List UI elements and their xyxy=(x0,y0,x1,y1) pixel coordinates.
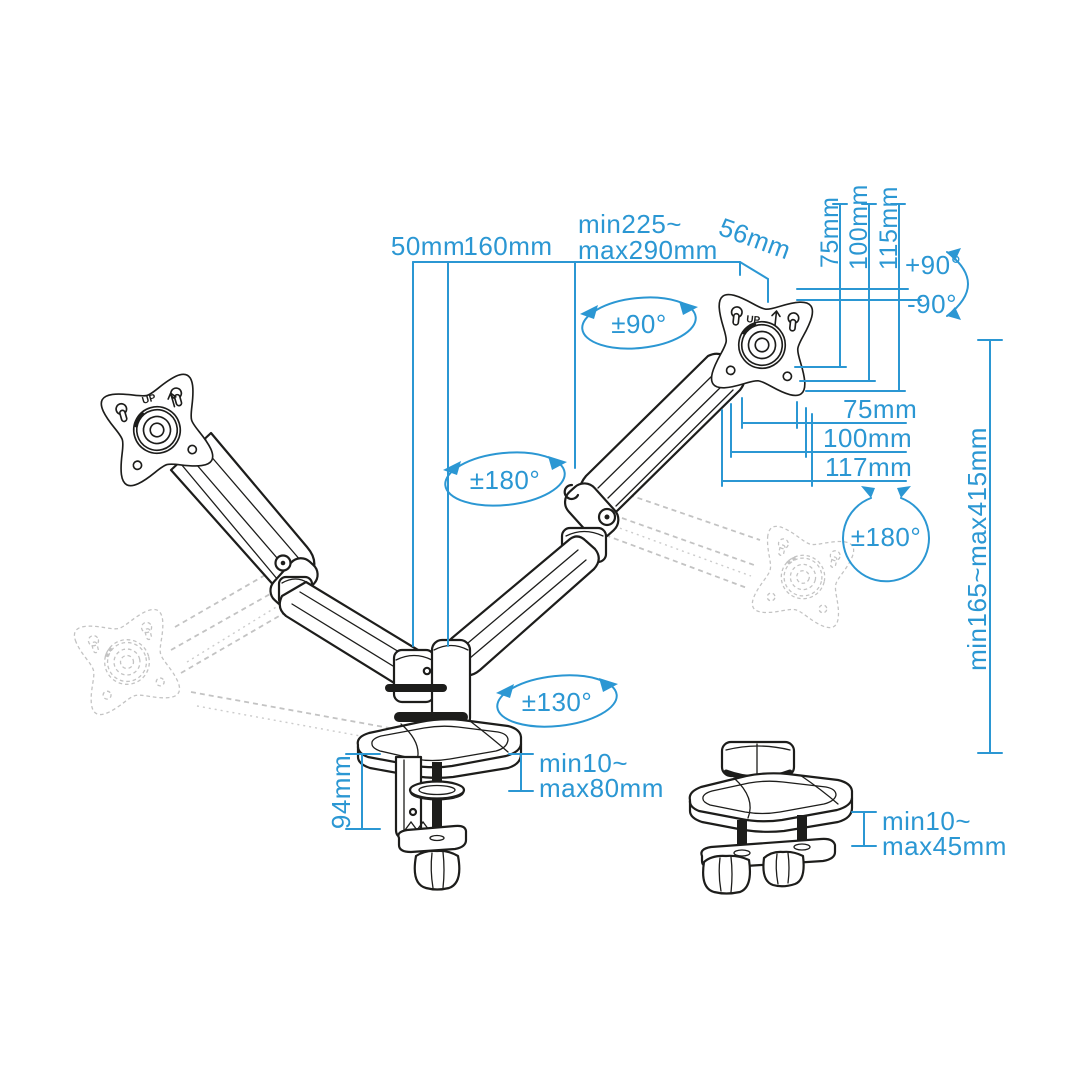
center-pole xyxy=(385,638,472,730)
vesa-vertical-dimensions: 75mm 100mm 115mm xyxy=(794,184,922,392)
grommet-knob xyxy=(702,854,752,895)
tilt-rotation-annotation: +90° -90° xyxy=(905,248,969,320)
right-vesa-plate: UP xyxy=(708,291,816,399)
clamp-knob xyxy=(413,849,461,891)
right-plate-up-arrow-icon xyxy=(771,310,781,326)
pole-screw xyxy=(422,666,432,676)
upper-joint-swivel-annotation: ±180° xyxy=(443,451,567,507)
base-swivel-annotation: ±130° xyxy=(496,674,618,728)
desk-clamp xyxy=(394,755,468,891)
clamp-height-label: 94mm xyxy=(326,755,356,829)
clamp-pad xyxy=(408,780,466,800)
clamp-height-dimension: 94mm xyxy=(326,753,381,830)
clamp-range-label-line2: max80mm xyxy=(539,773,664,803)
height-range-label: min165~max415mm xyxy=(962,427,992,671)
tilt-down-label: -90° xyxy=(907,289,957,319)
left-vesa-plate: UP xyxy=(97,370,217,490)
vesa-rotate-label: ±90° xyxy=(611,309,667,339)
arm-swivel-label: ±180° xyxy=(851,522,922,552)
dim-label-160mm: 160mm xyxy=(463,231,552,261)
base-swivel-label: ±130° xyxy=(522,687,593,717)
dim-label-reach-line1: min225~ xyxy=(578,209,682,239)
dim-label-h117mm: 117mm xyxy=(825,452,912,482)
left-plate-up-arrow-icon xyxy=(167,392,177,408)
dim-label-v75mm: 75mm xyxy=(816,197,844,268)
top-dimension-chain: 50mm 160mm min225~ max290mm 56mm xyxy=(391,209,795,647)
grommet-knob xyxy=(762,850,805,888)
left-plate-up-label: UP xyxy=(141,392,158,406)
vesa-horizontal-dimensions: 75mm 100mm 117mm xyxy=(721,394,917,487)
ghost-right-vesa-plate xyxy=(748,522,858,632)
dim-label-reach-line2: max290mm xyxy=(578,235,718,265)
grommet-range-label-line1: min10~ xyxy=(882,806,971,836)
height-range-dimension: min165~max415mm xyxy=(962,339,1003,754)
ghost-right-arm-lowered xyxy=(596,488,858,632)
dim-label-h75mm: 75mm xyxy=(843,394,917,424)
grommet-base-unit xyxy=(688,740,854,895)
grommet-range-label-line2: max45mm xyxy=(882,831,1007,861)
ghost-left-vesa-plate xyxy=(70,605,184,719)
upper-joint-swivel-label: ±180° xyxy=(470,465,541,495)
dim-label-50mm: 50mm xyxy=(391,231,465,261)
grommet-range-dimension: min10~ max45mm xyxy=(851,806,1007,861)
clamp-range-label-line1: min10~ xyxy=(539,748,628,778)
dim-label-v100mm: 100mm xyxy=(845,184,873,270)
vesa-rotation-annotation: ±90° xyxy=(580,296,698,350)
clamp-hole xyxy=(408,807,418,817)
tilt-up-label: +90° xyxy=(905,250,962,280)
right-plate-up-label: UP xyxy=(746,314,761,326)
left-forearm xyxy=(278,580,429,691)
dim-label-56mm: 56mm xyxy=(715,212,795,266)
dim-label-v115mm: 115mm xyxy=(875,186,903,270)
desk-clamp-range-dimension: min10~ max80mm xyxy=(508,748,664,803)
dim-label-h100mm: 100mm xyxy=(823,423,912,453)
arm-swivel-annotation: ±180° xyxy=(842,486,930,583)
